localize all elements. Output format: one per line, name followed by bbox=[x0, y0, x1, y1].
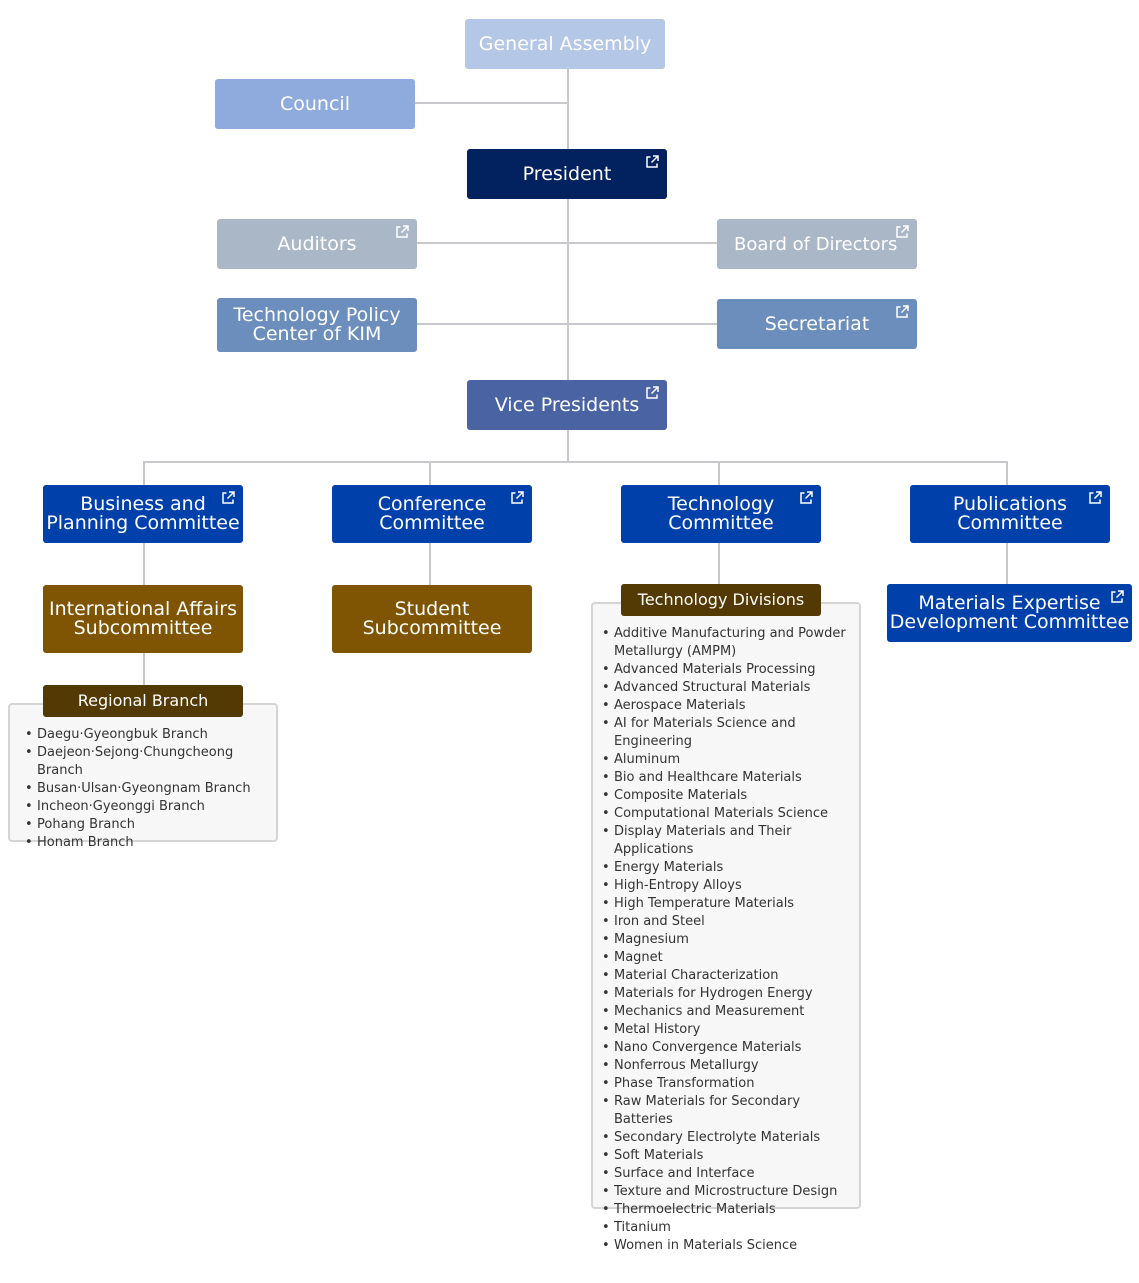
list-item: Titanium bbox=[602, 1219, 853, 1237]
list-item: Honam Branch bbox=[25, 834, 266, 852]
list-item: Pohang Branch bbox=[25, 816, 266, 834]
list-item: Bio and Healthcare Materials bbox=[602, 769, 853, 787]
list-item: Daegu·Gyeongbuk Branch bbox=[25, 726, 266, 744]
general-assembly-label: General Assembly bbox=[478, 32, 652, 55]
list-item: Metal History bbox=[602, 1021, 853, 1039]
external-link-icon bbox=[394, 224, 410, 240]
list-item: Iron and Steel bbox=[602, 913, 853, 931]
list-item: Materials for Hydrogen Energy bbox=[602, 985, 853, 1003]
regional-branch-title: Regional Branch bbox=[77, 691, 209, 710]
list-item: Material Characterization bbox=[602, 967, 853, 985]
list-item: High Temperature Materials bbox=[602, 895, 853, 913]
business-planning-committee-box[interactable]: Business and Planning Committee bbox=[43, 485, 243, 543]
list-item: Magnet bbox=[602, 949, 853, 967]
materials-expertise-committee-label: Materials Expertise Development Committe… bbox=[889, 592, 1130, 633]
materials-expertise-committee-box[interactable]: Materials Expertise Development Committe… bbox=[887, 584, 1132, 642]
publications-to-expertise bbox=[1006, 542, 1008, 585]
list-item: Advanced Materials Processing bbox=[602, 661, 853, 679]
technology-divisions-list-panel: Additive Manufacturing and Powder Metall… bbox=[591, 602, 861, 1255]
list-item: AI for Materials Science and Engineering bbox=[602, 715, 853, 751]
external-link-icon bbox=[894, 304, 910, 320]
technology-policy-center-box: Technology Policy Center of KIM bbox=[217, 298, 417, 352]
list-item: Display Materials and Their Applications bbox=[602, 823, 853, 859]
conference-committee-label: Conference Committee bbox=[377, 493, 487, 534]
list-item: Thermoelectric Materials bbox=[602, 1201, 853, 1219]
technology-divisions-title: Technology Divisions bbox=[637, 590, 805, 609]
drop-business bbox=[143, 461, 145, 486]
external-link-icon bbox=[220, 490, 236, 506]
international-affairs-subcommittee-label: International Affairs Subcommittee bbox=[48, 598, 238, 639]
conference-to-student bbox=[429, 542, 431, 586]
list-item: Advanced Structural Materials bbox=[602, 679, 853, 697]
regional-branch-list: Daegu·Gyeongbuk Branch Daejeon·Sejong·Ch… bbox=[25, 726, 266, 852]
technology-committee-box[interactable]: Technology Committee bbox=[621, 485, 821, 543]
list-item: Texture and Microstructure Design bbox=[602, 1183, 853, 1201]
list-item: Busan·Ulsan·Gyeongnam Branch bbox=[25, 780, 266, 798]
drop-publications bbox=[1006, 461, 1008, 486]
drop-conference bbox=[429, 461, 431, 486]
board-of-directors-box[interactable]: Board of Directors bbox=[717, 219, 917, 269]
president-box[interactable]: President bbox=[467, 149, 667, 199]
vice-presidents-label: Vice Presidents bbox=[494, 393, 640, 416]
list-item: Women in Materials Science bbox=[602, 1237, 853, 1255]
drop-technology bbox=[718, 461, 720, 486]
list-item: Energy Materials bbox=[602, 859, 853, 877]
technology-to-divisions bbox=[718, 542, 720, 585]
list-item: Soft Materials bbox=[602, 1147, 853, 1165]
secretariat-box[interactable]: Secretariat bbox=[717, 299, 917, 349]
external-link-icon bbox=[644, 154, 660, 170]
list-item: Phase Transformation bbox=[602, 1075, 853, 1093]
business-to-international bbox=[143, 542, 145, 586]
student-subcommittee-box: Student Subcommittee bbox=[332, 585, 532, 653]
external-link-icon bbox=[1109, 589, 1125, 605]
committees-bus bbox=[143, 461, 1008, 463]
policy-secretariat-connector bbox=[416, 323, 718, 325]
list-item: Mechanics and Measurement bbox=[602, 1003, 853, 1021]
council-connector bbox=[414, 102, 568, 104]
external-link-icon bbox=[1087, 490, 1103, 506]
council-box: Council bbox=[215, 79, 415, 129]
vice-presidents-box[interactable]: Vice Presidents bbox=[467, 380, 667, 430]
trunk-line bbox=[567, 68, 569, 462]
list-item: Nonferrous Metallurgy bbox=[602, 1057, 853, 1075]
council-label: Council bbox=[280, 92, 350, 115]
technology-committee-label: Technology Committee bbox=[667, 493, 775, 534]
list-item: Composite Materials bbox=[602, 787, 853, 805]
secretariat-label: Secretariat bbox=[764, 312, 870, 335]
publications-committee-label: Publications Committee bbox=[952, 493, 1068, 534]
auditors-box[interactable]: Auditors bbox=[217, 219, 417, 269]
list-item: Computational Materials Science bbox=[602, 805, 853, 823]
general-assembly-box: General Assembly bbox=[465, 19, 665, 69]
business-planning-committee-label: Business and Planning Committee bbox=[46, 493, 240, 534]
international-affairs-subcommittee-box: International Affairs Subcommittee bbox=[43, 585, 243, 653]
list-item: Raw Materials for Secondary Batteries bbox=[602, 1093, 853, 1129]
list-item: Incheon·Gyeonggi Branch bbox=[25, 798, 266, 816]
list-item: High-Entropy Alloys bbox=[602, 877, 853, 895]
list-item: Nano Convergence Materials bbox=[602, 1039, 853, 1057]
conference-committee-box[interactable]: Conference Committee bbox=[332, 485, 532, 543]
list-item: Additive Manufacturing and Powder Metall… bbox=[602, 625, 853, 661]
international-to-regional bbox=[143, 652, 145, 686]
auditors-label: Auditors bbox=[277, 232, 357, 255]
list-item: Aerospace Materials bbox=[602, 697, 853, 715]
external-link-icon bbox=[644, 385, 660, 401]
technology-divisions-header: Technology Divisions bbox=[621, 584, 821, 616]
publications-committee-box[interactable]: Publications Committee bbox=[910, 485, 1110, 543]
board-of-directors-label: Board of Directors bbox=[734, 233, 898, 255]
auditors-board-connector bbox=[416, 242, 718, 244]
external-link-icon bbox=[894, 224, 910, 240]
regional-branch-list-panel: Daegu·Gyeongbuk Branch Daejeon·Sejong·Ch… bbox=[8, 703, 278, 852]
list-item: Surface and Interface bbox=[602, 1165, 853, 1183]
list-item: Daejeon·Sejong·Chungcheong Branch bbox=[25, 744, 266, 780]
list-item: Secondary Electrolyte Materials bbox=[602, 1129, 853, 1147]
technology-policy-center-label: Technology Policy Center of KIM bbox=[233, 304, 401, 345]
external-link-icon bbox=[798, 490, 814, 506]
student-subcommittee-label: Student Subcommittee bbox=[362, 598, 502, 639]
list-item: Magnesium bbox=[602, 931, 853, 949]
technology-divisions-list: Additive Manufacturing and Powder Metall… bbox=[602, 625, 853, 1255]
external-link-icon bbox=[509, 490, 525, 506]
list-item: Aluminum bbox=[602, 751, 853, 769]
regional-branch-header: Regional Branch bbox=[43, 685, 243, 717]
president-label: President bbox=[522, 162, 612, 185]
